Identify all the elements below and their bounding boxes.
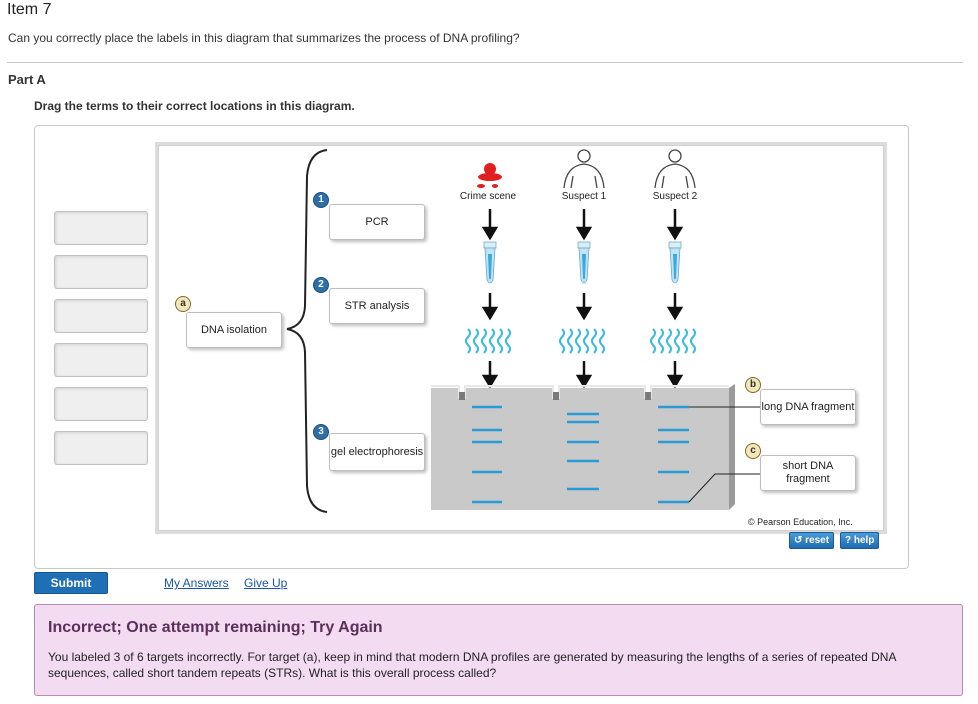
- column-label-crime-scene: Crime scene: [459, 191, 517, 202]
- leader-lines: [688, 406, 760, 503]
- gel-slab: [431, 384, 735, 510]
- reset-label: reset: [805, 535, 830, 546]
- process-brace: [286, 149, 328, 513]
- column-label-suspect-2: Suspect 2: [652, 191, 698, 202]
- part-title: Part A: [8, 72, 46, 87]
- target-badge-a: a: [175, 296, 191, 312]
- label-slot[interactable]: [54, 431, 148, 465]
- label-long-dna-fragment[interactable]: long DNA fragment: [760, 389, 856, 425]
- feedback-panel: Incorrect; One attempt remaining; Try Ag…: [34, 604, 963, 696]
- label-slot[interactable]: [54, 299, 148, 333]
- flow-arrows: [481, 209, 684, 389]
- reset-icon: ↺: [794, 535, 803, 546]
- gel-bands: [472, 405, 689, 504]
- help-label: help: [853, 535, 875, 546]
- submit-button[interactable]: Submit: [34, 572, 108, 594]
- help-button[interactable]: ? help: [840, 532, 880, 549]
- label-slot[interactable]: [54, 343, 148, 377]
- pcr-tubes-icon: [483, 241, 682, 284]
- my-answers-link[interactable]: My Answers: [164, 576, 229, 590]
- target-badge-b: b: [745, 377, 761, 393]
- divider: [7, 62, 963, 63]
- step-badge-3: 3: [313, 424, 329, 440]
- item-title: Item 7: [7, 1, 52, 18]
- copyright-text: © Pearson Education, Inc.: [748, 517, 853, 527]
- label-pcr[interactable]: PCR: [329, 204, 425, 240]
- dna-profiling-diagram: Crime scene Suspect 1 Suspect 2 1 PCR 2 …: [158, 145, 884, 531]
- help-icon: ?: [845, 535, 852, 546]
- suspect-2-icon: [654, 149, 696, 189]
- feedback-text: You labeled 3 of 6 targets incorrectly. …: [48, 650, 896, 680]
- reset-button[interactable]: ↺ reset: [789, 532, 835, 549]
- diagram-artwork: [286, 149, 760, 513]
- label-slot[interactable]: [54, 211, 148, 245]
- blood-drops-icon: [477, 163, 502, 188]
- dna-fragments-icon: [465, 328, 696, 354]
- label-str-analysis[interactable]: STR analysis: [329, 288, 425, 324]
- question-text: Can you correctly place the labels in th…: [8, 31, 520, 45]
- target-badge-c: c: [745, 443, 761, 459]
- suspect-1-icon: [563, 149, 605, 189]
- label-slot[interactable]: [54, 255, 148, 289]
- label-gel-electrophoresis[interactable]: gel electrophoresis: [329, 433, 425, 471]
- step-badge-1: 1: [313, 192, 329, 208]
- label-short-dna-fragment[interactable]: short DNA fragment: [760, 455, 856, 491]
- label-dna-isolation[interactable]: DNA isolation: [186, 312, 282, 348]
- instruction-text: Drag the terms to their correct location…: [34, 99, 355, 113]
- give-up-link[interactable]: Give Up: [244, 576, 288, 590]
- step-badge-2: 2: [313, 277, 329, 293]
- column-label-suspect-1: Suspect 1: [561, 191, 607, 202]
- feedback-title: Incorrect; One attempt remaining; Try Ag…: [48, 619, 383, 636]
- label-slot[interactable]: [54, 387, 148, 421]
